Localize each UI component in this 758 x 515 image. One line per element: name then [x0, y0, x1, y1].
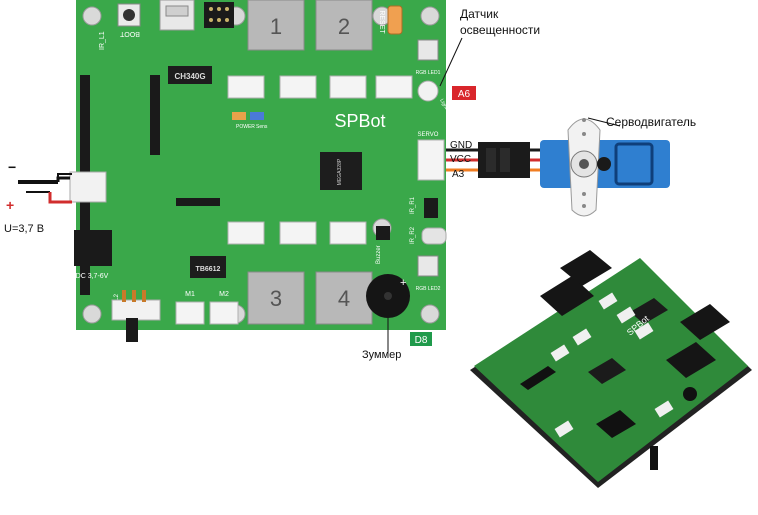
- voltage-label: U=3,7 В: [4, 223, 44, 235]
- servo-motor: [540, 118, 670, 217]
- svg-text:+: +: [400, 277, 406, 289]
- silk-ir2: IR_R2: [410, 226, 416, 244]
- mcu-chip: [320, 152, 362, 190]
- silk-power: POWER: [236, 124, 255, 130]
- silk-m2: M2: [219, 291, 229, 298]
- mounting-holes: [82, 6, 440, 324]
- silk-sens: Sens: [256, 124, 268, 130]
- light-sensor-title-2: освещенности: [460, 23, 540, 37]
- motor-3-label: 3: [270, 286, 282, 311]
- battery-symbol: − +: [6, 159, 72, 213]
- chip-ch340g-label: CH340G: [174, 72, 205, 81]
- ch340g-chip: [168, 66, 212, 84]
- a6-label: A6: [458, 89, 471, 100]
- silk-boot: BOOT: [119, 30, 140, 37]
- resistor-strip: [176, 198, 220, 206]
- silk-dc: DC 3,7-6V: [76, 273, 109, 280]
- rgb-led-2: [417, 255, 439, 277]
- jst-connectors: [175, 75, 445, 325]
- switch-knob: [126, 318, 138, 342]
- svg-text:−: −: [8, 159, 16, 175]
- silk-servo: SERVO: [418, 132, 439, 138]
- motor-1-label: 1: [270, 14, 282, 39]
- a3-label: A3: [452, 169, 465, 180]
- ir-transistor: [424, 198, 438, 218]
- ir-led: [421, 227, 447, 245]
- vcc-label: VCC: [450, 154, 471, 165]
- a6-tag: [452, 86, 476, 100]
- d8-label: D8: [415, 335, 428, 346]
- motor-2-label: 2: [338, 14, 350, 39]
- chip-tb6612-label: TB6612: [196, 266, 221, 273]
- mid-pin-header: [150, 75, 160, 155]
- tb6612-chip: [190, 256, 226, 278]
- light-sensor-title-1: Датчик: [460, 7, 499, 21]
- svg-text:+: +: [6, 197, 14, 213]
- power-switch: [111, 299, 161, 321]
- silk-ir3: IR_L1: [99, 31, 106, 50]
- rgb-led-1: [417, 39, 439, 61]
- silk-buzzer: Buzzer: [376, 245, 382, 264]
- silk-m1: M1: [185, 291, 195, 298]
- ir-header: [376, 226, 390, 240]
- board-photo: SPBot: [470, 250, 752, 488]
- gnd-label: GND: [450, 140, 472, 151]
- silk-rgb2: RGB LED2: [416, 286, 441, 292]
- silk-reset: RESET: [378, 10, 385, 34]
- brand-label: SPBot: [334, 111, 385, 131]
- dc-jack: [74, 230, 112, 266]
- icsp-header: [204, 2, 234, 28]
- light-sensor-led: [417, 80, 439, 102]
- power-connector: [69, 171, 107, 203]
- d8-tag: [410, 332, 432, 346]
- buzzer-label: Зуммер: [362, 349, 401, 361]
- silk-ir1: IR_R1: [410, 196, 416, 214]
- servo-label: Серводвигатель: [606, 115, 696, 129]
- silk-rgb1: RGB LED1: [416, 70, 441, 76]
- reset-button: [387, 5, 403, 35]
- chip-mcu-label: MEGA328P: [337, 158, 343, 185]
- motor-pads: [247, 0, 373, 325]
- motor-4-label: 4: [338, 286, 350, 311]
